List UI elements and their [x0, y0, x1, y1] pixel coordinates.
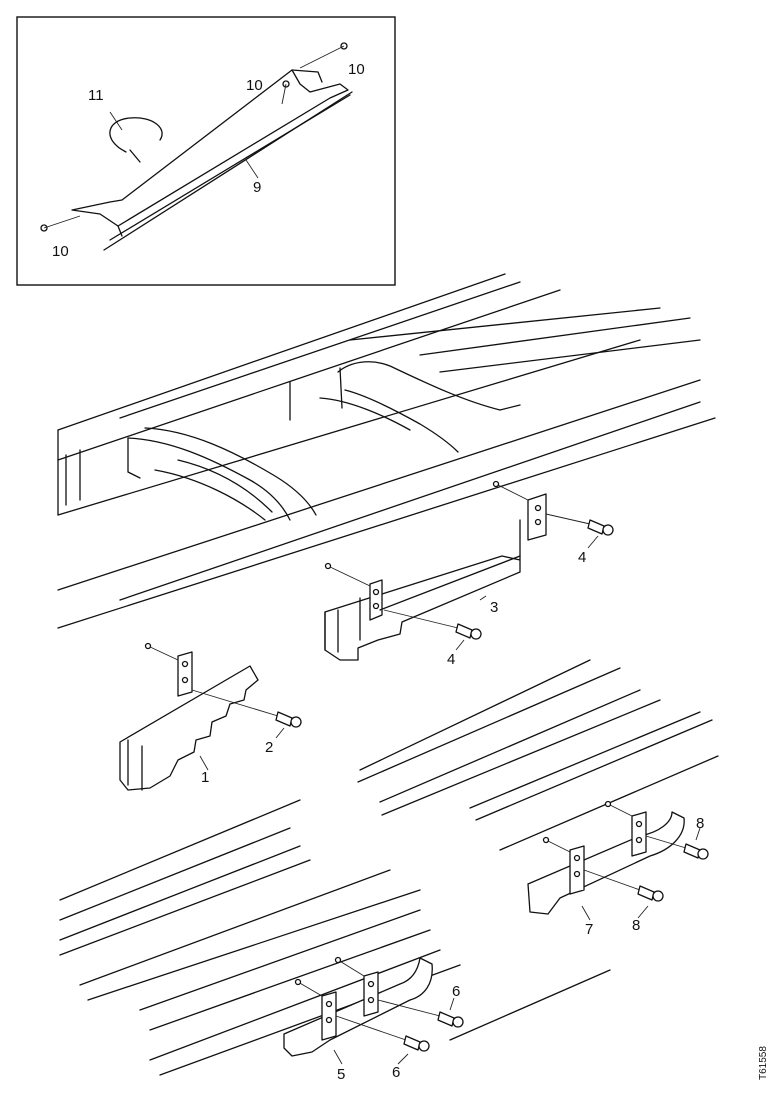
- clamp-ring-part-11: [109, 117, 163, 163]
- inset-frame: [16, 16, 396, 286]
- callout-7: 7: [585, 921, 593, 938]
- screw-part-10: [40, 42, 348, 232]
- bracket-part-3: [324, 480, 547, 661]
- bolt-part-6: [335, 997, 464, 1065]
- chassis-frame: [57, 273, 716, 629]
- bracket-part-7: [527, 800, 685, 921]
- cover-strip-part-9: [71, 69, 353, 251]
- figure-code: T61558: [758, 1046, 769, 1080]
- callout-8-upper: 8: [696, 815, 704, 832]
- callout-1: 1: [201, 769, 209, 786]
- callout-10-top-left: 10: [246, 77, 263, 94]
- bolt-part-8: [583, 827, 709, 919]
- inset-detail: 11 10 10 9 10: [16, 16, 396, 286]
- callout-8-lower: 8: [632, 917, 640, 934]
- callouts: 1 2 3 4 4 5 6 6 7 8 8: [201, 549, 704, 1083]
- callout-3: 3: [490, 599, 498, 616]
- callout-9: 9: [253, 179, 261, 196]
- callout-11: 11: [88, 87, 104, 104]
- callout-10-top-right: 10: [348, 61, 365, 78]
- bracket-part-1: [119, 642, 302, 791]
- callout-6-upper: 6: [452, 983, 460, 1000]
- bracket-part-5: [283, 956, 433, 1065]
- callout-2: 2: [265, 739, 273, 756]
- callout-10-bottom: 10: [52, 243, 69, 260]
- callout-5: 5: [337, 1066, 345, 1083]
- callout-4-right: 4: [578, 549, 586, 566]
- bolt-part-4: [383, 513, 614, 651]
- callout-6-lower: 6: [392, 1064, 400, 1081]
- callout-4-lower: 4: [447, 651, 455, 668]
